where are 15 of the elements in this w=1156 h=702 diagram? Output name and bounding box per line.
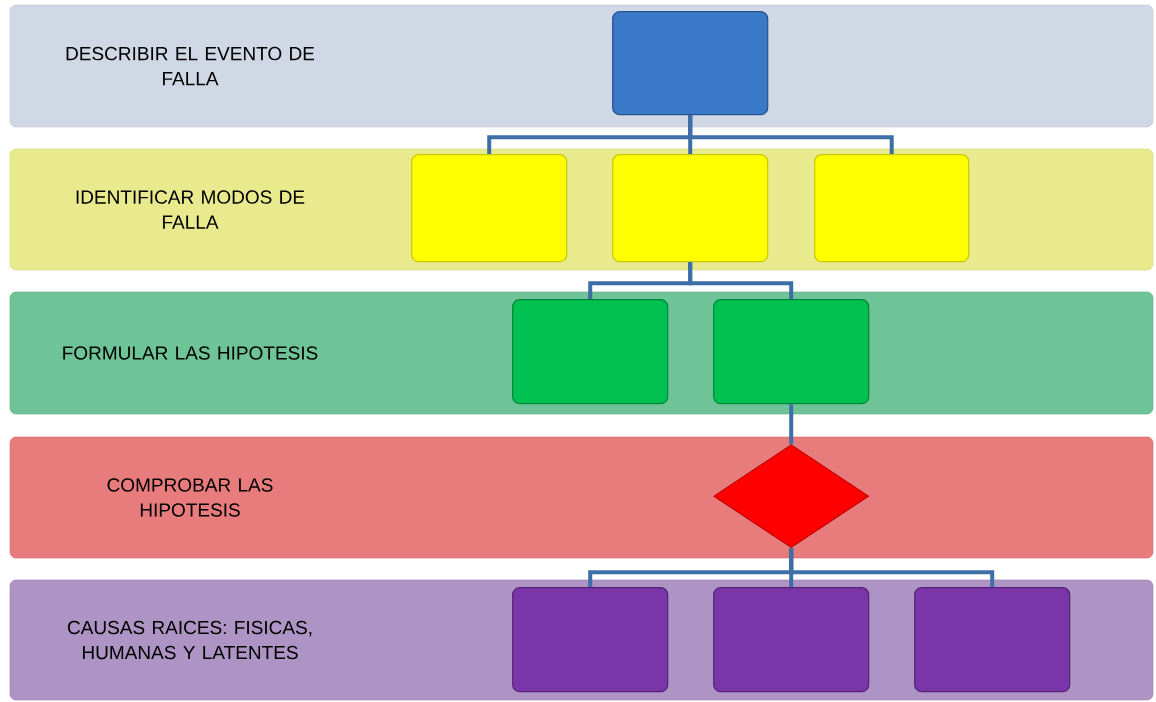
process-box [612, 154, 769, 263]
process-box [914, 587, 1071, 693]
band: COMPROBAR LAS HIPOTESIS [9, 436, 1154, 559]
connector [789, 404, 794, 445]
process-box [512, 299, 669, 405]
connector [688, 115, 894, 155]
process-box [713, 587, 870, 693]
process-box [612, 11, 769, 116]
connector [789, 548, 995, 588]
process-box [411, 154, 568, 263]
connector [688, 262, 794, 300]
decision-diamond [713, 444, 869, 548]
process-box [512, 587, 669, 693]
process-box [713, 299, 870, 405]
process-box [814, 154, 970, 263]
